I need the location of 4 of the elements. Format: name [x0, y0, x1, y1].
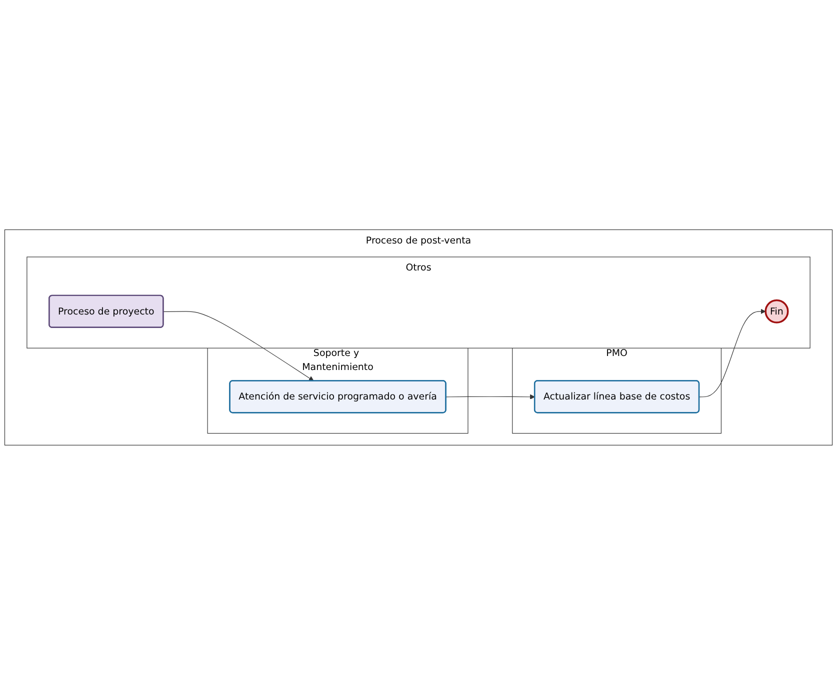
- arrow: [446, 394, 536, 400]
- arrow: [699, 308, 766, 398]
- node-circle: Fin: [764, 299, 789, 324]
- arrow: [163, 311, 314, 382]
